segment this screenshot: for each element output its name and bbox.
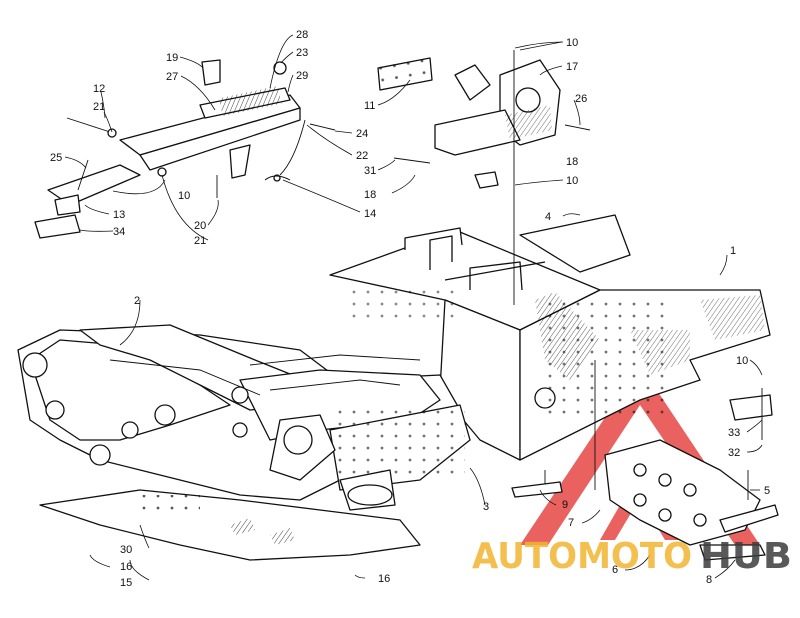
callout-17: 17 [566, 61, 578, 73]
callout-24: 24 [356, 128, 368, 140]
callout-13: 13 [113, 209, 125, 221]
callout-7: 7 [568, 517, 574, 529]
callout-22: 22 [356, 150, 368, 162]
callout-3: 3 [483, 501, 489, 513]
callout-1: 1 [730, 245, 736, 257]
callout-10-bracket: 10 [566, 175, 578, 187]
callout-12: 12 [93, 83, 105, 95]
callout-18-left: 18 [364, 189, 376, 201]
callout-15: 15 [120, 577, 132, 589]
callout-26: 26 [575, 93, 587, 105]
callout-2: 2 [134, 295, 140, 307]
callout-10-right: 10 [736, 355, 748, 367]
callout-16-left: 16 [120, 561, 132, 573]
leader-lines [64, 34, 763, 581]
callout-4: 4 [545, 211, 551, 223]
callout-10-top: 10 [566, 37, 578, 49]
callout-21-bottom: 21 [194, 235, 206, 247]
callout-32: 32 [728, 447, 740, 459]
callout-33: 33 [728, 427, 740, 439]
callout-14: 14 [364, 208, 376, 220]
callout-18-right: 18 [566, 156, 578, 168]
callout-27: 27 [166, 71, 178, 83]
callout-5: 5 [764, 485, 770, 497]
callout-labels: 1 2 3 4 5 6 7 8 9 10 10 10 10 11 12 13 1… [50, 29, 770, 589]
callout-21-top: 21 [93, 101, 105, 113]
bulkhead-chassis [17, 324, 471, 511]
belly-pan [39, 489, 421, 561]
callout-23: 23 [296, 47, 308, 59]
callout-29: 29 [296, 70, 308, 82]
bracket-assembly [377, 50, 591, 305]
callout-31: 31 [364, 165, 376, 177]
tunnel-frame [329, 214, 771, 461]
callout-25: 25 [50, 152, 62, 164]
callout-16-bottom: 16 [378, 573, 390, 585]
watermark-word-hub: HUB [700, 536, 792, 577]
watermark-text: AUTOMOTO HUB [472, 536, 792, 577]
callout-30: 30 [120, 544, 132, 556]
callout-34: 34 [113, 226, 125, 238]
callout-8: 8 [706, 574, 712, 586]
callout-20: 20 [194, 220, 206, 232]
callout-28: 28 [296, 29, 308, 41]
watermark-word-automoto: AUTOMOTO [472, 536, 692, 577]
hitch-assembly [511, 360, 779, 561]
callout-6: 6 [612, 564, 618, 576]
callout-19: 19 [166, 52, 178, 64]
callout-10-console: 10 [178, 190, 190, 202]
callout-11: 11 [364, 100, 375, 112]
callout-9: 9 [562, 499, 568, 511]
console-assembly [34, 59, 336, 239]
